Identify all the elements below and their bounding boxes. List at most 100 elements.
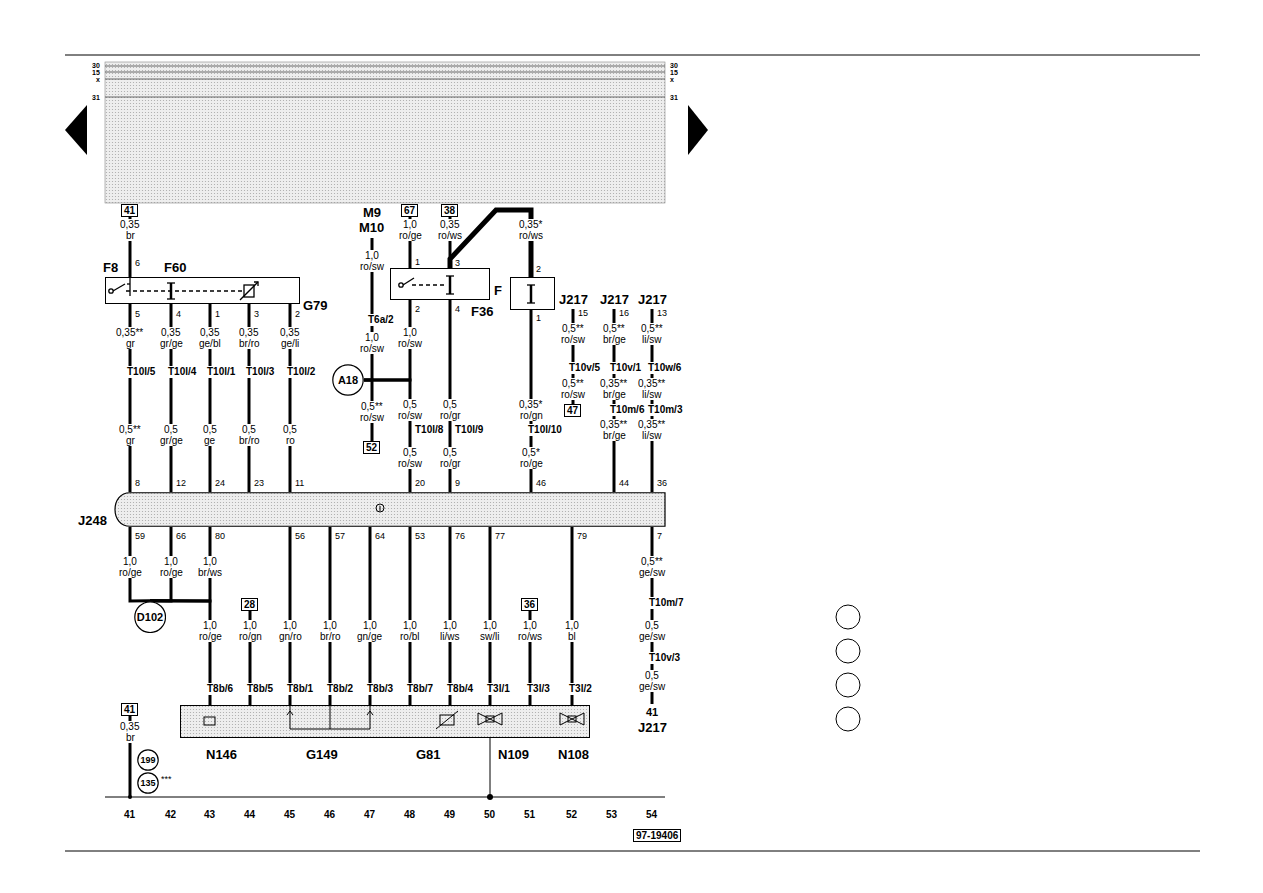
wire-spec: br: [125, 230, 136, 241]
switch-symbol: [113, 284, 125, 291]
current-track-number: 43: [204, 809, 215, 821]
wire-spec: 1,0: [402, 620, 418, 631]
pin-number: 20: [415, 478, 425, 488]
switch-symbol: [530, 285, 533, 303]
wire-spec: 0,5*: [521, 447, 541, 458]
wire-spec: gn/ro: [278, 631, 303, 642]
pin-number: 57: [335, 531, 345, 541]
component-name: N108: [558, 747, 589, 762]
actuator-symbol: [330, 705, 331, 729]
wire-spec: 0,35: [119, 721, 140, 732]
wire-connector: [571, 527, 574, 705]
wire-spec: gr: [125, 338, 136, 349]
actuator-symbol: [367, 711, 373, 715]
wire-spec: ro/ge: [159, 567, 184, 578]
connector-name: T10v/1: [609, 362, 642, 374]
wire-spec: gr: [125, 435, 136, 446]
control-unit: J248: [112, 492, 665, 527]
wire-spec: ro/gn: [519, 410, 544, 421]
pin-number: 2: [415, 304, 420, 314]
wire-spec: br/ro: [238, 435, 261, 446]
page-rule: [65, 55, 1200, 56]
wire-connector: [289, 527, 292, 705]
wire-spec: 0,5: [202, 424, 218, 435]
fuse-relay-panel: [105, 72, 665, 73]
connector-name: T8b/3: [366, 683, 394, 695]
current-track-number: 49: [444, 809, 455, 821]
empty-circle: [836, 673, 860, 697]
reference-number: 36: [524, 599, 535, 610]
reference-number: 38: [444, 205, 455, 216]
pin-number: 56: [295, 531, 305, 541]
wire-spec: 1,0: [362, 620, 378, 631]
current-track-number: 50: [484, 809, 495, 821]
actuator-symbol: [204, 705, 584, 729]
actuator-symbol: [478, 713, 490, 725]
ground-point-circle: 199: [137, 749, 159, 771]
connector-name: T10v/5: [568, 362, 601, 374]
wire-spec: 1,0: [364, 332, 380, 343]
reference-box: 47: [564, 404, 581, 417]
pin-number: 77: [495, 531, 505, 541]
switch-symbol: [240, 282, 258, 300]
switch-housing: G79: [105, 277, 300, 304]
pin-number: 23: [254, 478, 264, 488]
wire-spec: 0,5**: [640, 556, 664, 567]
wire-spec: 0,5: [402, 399, 418, 410]
wire-spec: 1,0: [202, 620, 218, 631]
ground-point-circle: 135: [137, 772, 159, 794]
connector-name: T8b/7: [406, 683, 434, 695]
wire-spec: ge/sw: [638, 567, 666, 578]
connector-name: T3l/1: [486, 683, 511, 695]
wire-spec: 0,5**: [561, 323, 585, 334]
switch-symbol: [399, 283, 403, 287]
rail-number: 31: [670, 94, 678, 101]
reference-number: 41: [124, 704, 135, 715]
switch-symbol: [254, 282, 258, 286]
pin-number: 6: [135, 258, 140, 268]
wire-spec: gn/ge: [356, 631, 383, 642]
pin-number: 76: [455, 531, 465, 541]
wire-spec: ro/gn: [238, 631, 263, 642]
wire-spec: 1,0: [364, 250, 380, 261]
switch-symbol: [129, 278, 130, 296]
connector-name: T10l/1: [206, 366, 236, 378]
pin-number: 7: [657, 531, 662, 541]
component-name: F8: [103, 260, 118, 275]
wire-spec: br/ge: [602, 334, 627, 345]
pin-number: 4: [455, 304, 460, 314]
connector-name: T10m/6: [609, 404, 645, 416]
component-name: N146: [206, 747, 237, 762]
component-name: G81: [416, 747, 441, 762]
splice-circle: A18: [332, 364, 364, 396]
circle-text: 135: [140, 778, 155, 788]
actuator-symbol: [204, 717, 215, 725]
circle-text: A18: [338, 374, 358, 386]
component-name: F: [494, 283, 502, 298]
actuator-symbol: [436, 711, 458, 729]
switch-symbol: [167, 282, 175, 283]
wire-spec: ro/sw: [397, 338, 423, 349]
current-track-number: 42: [165, 809, 176, 821]
wire-connector: [369, 527, 372, 705]
connector-name: T10l/4: [167, 366, 197, 378]
wire-connector: [409, 527, 412, 705]
page-arrow: [65, 105, 87, 155]
reference-number: 52: [366, 442, 377, 453]
wire-spec: ge/sw: [638, 631, 666, 642]
wire-spec: ro/ge: [519, 458, 544, 469]
switch-symbol: [109, 289, 113, 293]
pin-number: 3: [455, 258, 460, 268]
splice-circle: [333, 365, 363, 395]
diagram-number-box: 97-19406: [633, 829, 681, 842]
circle-text: D102: [137, 611, 163, 623]
reference-box: 67: [401, 204, 418, 217]
reference-number: 67: [404, 205, 415, 216]
actuator-housing-shading: [180, 705, 590, 738]
wire-spec: 0,35**: [637, 419, 666, 430]
wire-spec: 1,0: [402, 219, 418, 230]
switch-symbol: [126, 290, 244, 291]
